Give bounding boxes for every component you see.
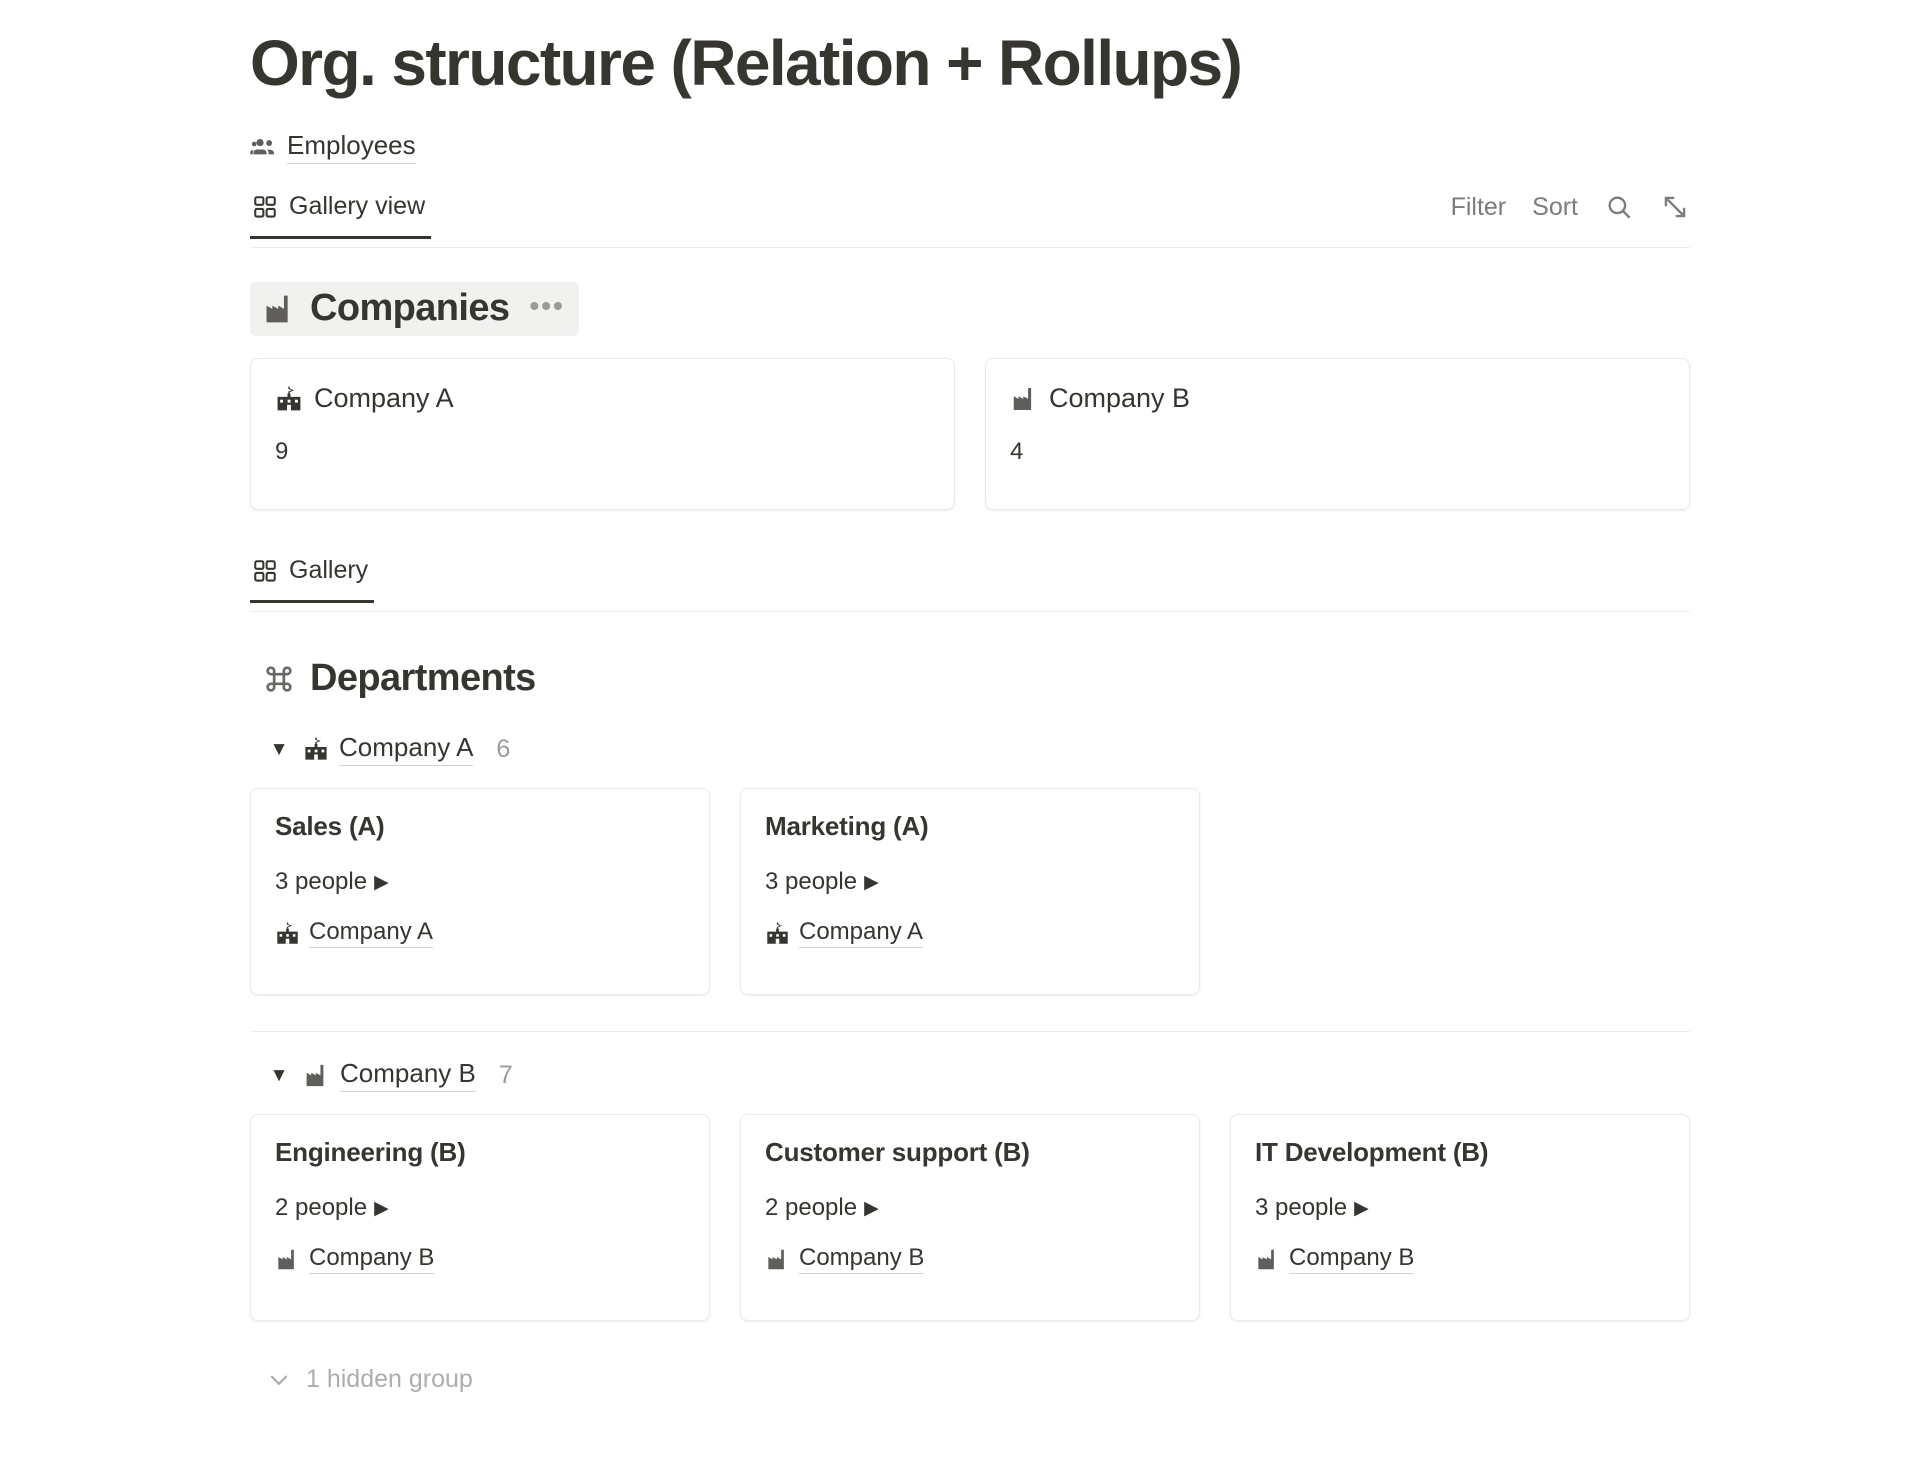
department-card-people[interactable]: 3 people ▶ (275, 868, 685, 896)
department-card-people[interactable]: 3 people ▶ (765, 868, 1175, 896)
view-tab-list: Gallery view (250, 192, 432, 240)
department-card-relation[interactable]: Company A (765, 918, 924, 949)
department-card[interactable]: IT Development (B) 3 people ▶ Company B (1230, 1114, 1690, 1322)
gallery-tab-list: Gallery (250, 556, 375, 604)
department-card-title: Sales (A) (275, 811, 385, 842)
factory-icon (1255, 1247, 1280, 1272)
department-card-people-label: 3 people (765, 868, 858, 896)
companies-section: Companies ••• (250, 282, 1690, 511)
hidden-group-label: 1 hidden group (306, 1365, 473, 1394)
group-count: 6 (496, 734, 511, 763)
department-card[interactable]: Marketing (A) 3 people ▶ (740, 788, 1200, 996)
department-card-relation-label: Company B (799, 1244, 925, 1275)
department-card-people[interactable]: 2 people ▶ (765, 1194, 1175, 1222)
department-card-title: Marketing (A) (765, 811, 929, 842)
department-card-title: Customer support (B) (765, 1137, 1030, 1168)
factory-icon (1010, 385, 1038, 413)
group-header-company-a: ▼ Company A (250, 732, 1690, 767)
company-card-title-row: Company A (275, 383, 930, 414)
page-content: Org. structure (Relation + Rollups) Empl… (250, 0, 1690, 1398)
company-card[interactable]: Company B 4 (985, 358, 1690, 511)
expand-triangle-icon: ▶ (1354, 1197, 1369, 1219)
school-building-icon (765, 921, 790, 946)
expand-triangle-icon: ▶ (374, 871, 389, 893)
command-icon (262, 662, 296, 696)
company-card-title-row: Company B (1010, 383, 1665, 414)
department-card-relation-label: Company A (309, 918, 434, 949)
expand-triangle-icon: ▶ (374, 1197, 389, 1219)
view-toolbar-actions: Filter Sort (1451, 192, 1690, 236)
factory-icon (262, 292, 296, 326)
departments-section: Departments ▼ (250, 652, 1690, 1398)
factory-icon (303, 1062, 330, 1089)
department-card-people[interactable]: 2 people ▶ (275, 1194, 685, 1222)
view-toolbar: Gallery view Filter Sort (250, 192, 1690, 249)
department-card-grid-b: Engineering (B) 2 people ▶ Company B (250, 1114, 1690, 1322)
school-building-icon (275, 385, 303, 413)
source-row: Employees (250, 130, 1690, 165)
department-card-relation-label: Company B (1289, 1244, 1415, 1275)
department-card-grid-a: Sales (A) 3 people ▶ (250, 788, 1690, 996)
tab-gallery-view-label: Gallery view (289, 192, 426, 221)
departments-heading-label: Departments (310, 657, 536, 700)
group-label: Company B (340, 1058, 476, 1093)
expand-triangle-icon: ▶ (864, 1197, 879, 1219)
companies-heading[interactable]: Companies ••• (250, 282, 579, 337)
hidden-group-toggle[interactable]: 1 hidden group (250, 1365, 473, 1394)
department-card-relation[interactable]: Company B (1255, 1244, 1415, 1275)
group-label: Company A (339, 732, 474, 767)
group-toggle-icon[interactable]: ▼ (269, 738, 289, 760)
tab-gallery[interactable]: Gallery (250, 556, 375, 604)
factory-icon (765, 1247, 790, 1272)
gallery-view-toolbar: Gallery (250, 556, 1690, 613)
group-link-company-b[interactable]: Company B (303, 1058, 476, 1093)
factory-icon (275, 1247, 300, 1272)
chevron-down-icon (266, 1367, 292, 1393)
department-card-relation[interactable]: Company B (275, 1244, 435, 1275)
department-card-relation[interactable]: Company B (765, 1244, 925, 1275)
expand-diagonal-icon[interactable] (1660, 192, 1690, 222)
companies-heading-label: Companies (310, 287, 510, 330)
search-icon[interactable] (1604, 192, 1634, 222)
expand-triangle-icon: ▶ (864, 871, 879, 893)
department-card[interactable]: Customer support (B) 2 people ▶ Company … (740, 1114, 1200, 1322)
company-card-count: 9 (275, 438, 289, 466)
department-card-people[interactable]: 3 people ▶ (1255, 1194, 1665, 1222)
page-title: Org. structure (Relation + Rollups) (250, 27, 1243, 99)
company-card-title: Company B (1049, 383, 1191, 414)
source-link-employees[interactable]: Employees (250, 130, 416, 165)
people-group-icon (250, 133, 278, 161)
company-card-title: Company A (314, 383, 454, 414)
department-card-relation-label: Company A (799, 918, 924, 949)
school-building-icon (275, 921, 300, 946)
companies-more-icon[interactable]: ••• (529, 289, 565, 321)
department-card-people-label: 2 people (275, 1194, 368, 1222)
department-card-people-label: 3 people (1255, 1194, 1348, 1222)
department-card-people-label: 2 people (765, 1194, 858, 1222)
group-divider (250, 1031, 1690, 1033)
department-card-title: IT Development (B) (1255, 1137, 1489, 1168)
group-toggle-icon[interactable]: ▼ (269, 1064, 289, 1086)
department-card[interactable]: Engineering (B) 2 people ▶ Company B (250, 1114, 710, 1322)
department-card-title: Engineering (B) (275, 1137, 466, 1168)
department-card-relation-label: Company B (309, 1244, 435, 1275)
department-card-people-label: 3 people (275, 868, 368, 896)
group-count: 7 (498, 1060, 513, 1089)
group-link-company-a[interactable]: Company A (303, 732, 474, 767)
filter-button[interactable]: Filter (1450, 192, 1507, 221)
company-card-count: 4 (1010, 438, 1024, 466)
gallery-grid-icon (252, 558, 278, 584)
source-label: Employees (287, 130, 416, 165)
school-building-icon (303, 736, 329, 762)
tab-gallery-label: Gallery (289, 556, 369, 585)
department-card-relation[interactable]: Company A (275, 918, 434, 949)
companies-card-grid: Company A 9 Company B 4 (250, 358, 1690, 511)
departments-heading[interactable]: Departments (250, 652, 550, 706)
department-card[interactable]: Sales (A) 3 people ▶ (250, 788, 710, 996)
tab-gallery-view[interactable]: Gallery view (250, 192, 432, 240)
gallery-grid-icon (252, 194, 278, 220)
sort-button[interactable]: Sort (1532, 192, 1578, 221)
group-header-company-b: ▼ Company B 7 (250, 1058, 1690, 1093)
company-card[interactable]: Company A 9 (250, 358, 955, 511)
